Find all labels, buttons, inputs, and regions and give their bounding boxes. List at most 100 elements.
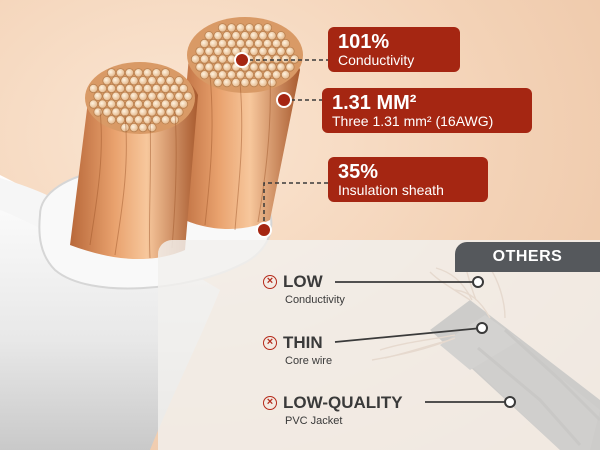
copper-strand-end xyxy=(267,46,277,56)
copper-strand-end xyxy=(115,68,126,78)
copper-strand-end xyxy=(208,54,219,64)
badge-conductivity-value: 101% xyxy=(338,31,390,53)
copper-strand-end xyxy=(160,99,171,109)
copper-strand-end xyxy=(204,62,214,72)
copper-strand-end xyxy=(102,76,112,86)
copper-strand-end xyxy=(93,91,103,101)
copper-strand-end xyxy=(147,107,157,117)
copper-strand-end xyxy=(253,38,264,49)
copper-strand-end xyxy=(124,83,135,94)
copper-strand-end xyxy=(213,31,223,41)
copper-strand-end xyxy=(120,91,130,101)
strand-ends-front xyxy=(88,68,193,133)
copper-strand-end xyxy=(208,38,219,49)
copper-strand-end xyxy=(124,99,135,109)
copper-strand-end xyxy=(133,99,144,109)
others-item-low-subtitle: Conductivity xyxy=(285,294,345,306)
copper-strand-end xyxy=(271,54,282,64)
others-item-low-title: LOW xyxy=(283,272,323,291)
copper-strand-end xyxy=(97,99,108,109)
copper-strand-end xyxy=(142,115,153,125)
copper-strand-end xyxy=(235,38,246,49)
copper-strand-end xyxy=(235,70,246,80)
copper-strand-end xyxy=(276,31,286,41)
copper-strand-end xyxy=(174,91,184,101)
copper-strand-end xyxy=(222,46,232,56)
copper-strand-end xyxy=(289,54,300,64)
others-item-thin-title: THIN xyxy=(283,333,323,352)
copper-strand-end xyxy=(93,107,103,117)
copper-strand-end xyxy=(280,70,291,80)
copper-strand-end xyxy=(129,91,139,101)
copper-strand-end xyxy=(115,99,126,109)
copper-strand-end xyxy=(156,91,166,101)
copper-strand-end xyxy=(102,91,112,101)
copper-strand-end xyxy=(115,115,126,125)
copper-strand-end xyxy=(199,70,210,80)
copper-strand-end xyxy=(120,123,130,133)
copper-strand-end xyxy=(147,91,157,101)
copper-strand-end xyxy=(120,107,130,117)
copper-strand-end xyxy=(244,23,255,33)
copper-strand-end xyxy=(174,76,184,86)
copper-strand-end xyxy=(195,62,205,72)
copper-strand-end xyxy=(111,91,121,101)
copper-strand-end xyxy=(88,99,99,109)
copper-strand-end xyxy=(213,46,223,56)
copper-strand-end xyxy=(271,70,282,80)
copper-strand-end xyxy=(249,62,259,72)
copper-strand-end xyxy=(199,38,210,49)
copper-strand-end xyxy=(276,46,286,56)
copper-strand-end xyxy=(235,23,246,33)
copper-strand-end xyxy=(222,78,232,88)
copper-strand-end xyxy=(262,70,273,80)
copper-strand-end xyxy=(111,76,121,86)
copper-strand-end xyxy=(106,115,117,125)
copper-strand-end xyxy=(253,70,264,80)
copper-strand-end xyxy=(174,107,184,117)
copper-strand-end xyxy=(111,107,121,117)
copper-strand-end xyxy=(142,83,153,94)
copper-strand-end xyxy=(280,54,291,64)
copper-strand-end xyxy=(258,78,268,88)
copper-strand-end xyxy=(195,46,205,56)
copper-strand-end xyxy=(169,83,180,94)
badge-wire-gauge: 1.31 MM² Three 1.31 mm² (16AWG) xyxy=(322,88,532,134)
others-item-thin-subtitle: Core wire xyxy=(285,355,333,367)
copper-strand-end xyxy=(151,99,162,109)
copper-strand-end xyxy=(138,76,148,86)
copper-strand-end xyxy=(226,23,237,33)
others-item-quality-title: LOW-QUALITY xyxy=(283,393,403,412)
copper-strand-end xyxy=(106,83,117,94)
copper-strand-end xyxy=(199,54,210,64)
dot-conductivity xyxy=(234,52,250,68)
copper-strand-end xyxy=(217,54,228,64)
copper-strand-end xyxy=(160,83,171,94)
copper-strand-end xyxy=(178,83,189,94)
copper-strand-end xyxy=(151,115,162,125)
copper-strand-end xyxy=(147,76,157,86)
copper-strand-end xyxy=(102,107,112,117)
copper-strand-end xyxy=(165,76,175,86)
others-panel xyxy=(158,240,600,450)
copper-strand-end xyxy=(262,54,273,64)
copper-strand-end xyxy=(169,99,180,109)
leader-line-insulation xyxy=(263,182,328,228)
badge-insulation-label: Insulation sheath xyxy=(338,182,444,198)
copper-strand-end xyxy=(151,83,162,94)
badge-conductivity-label: Conductivity xyxy=(338,52,415,68)
copper-strand-end xyxy=(240,31,250,41)
copper-strand-end xyxy=(106,99,117,109)
copper-strand-end xyxy=(271,38,282,49)
copper-strand-end xyxy=(169,115,180,125)
badge-wire-gauge-value: 1.31 MM² xyxy=(332,92,417,114)
copper-strand-end xyxy=(147,123,157,133)
copper-strand-end xyxy=(249,78,259,88)
copper-strand-end xyxy=(120,76,130,86)
copper-strand-end xyxy=(217,38,228,49)
copper-strand-end xyxy=(267,62,277,72)
copper-strand-end xyxy=(165,107,175,117)
copper-strand-end xyxy=(190,54,201,64)
copper-strand-end xyxy=(267,31,277,41)
copper-strand-end xyxy=(249,31,259,41)
